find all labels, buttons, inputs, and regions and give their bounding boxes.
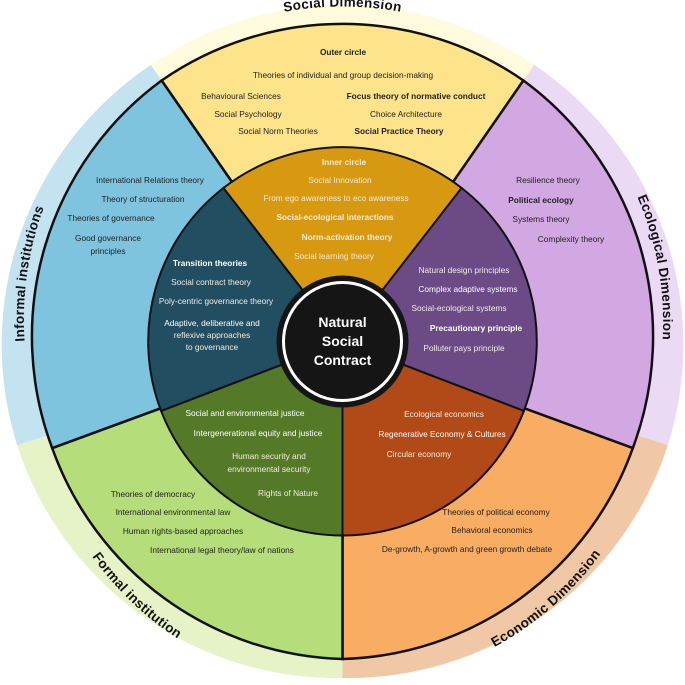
inner-ecological-item: Precautionary principle: [430, 323, 523, 333]
outer-ecological-text: Resilience theory Political ecology Syst…: [508, 175, 605, 244]
inner-sector-economic: [341, 340, 526, 537]
inner-economic-item: Regenerative Economy & Cultures: [378, 429, 505, 439]
outer-social-item: Social Norm Theories: [238, 126, 318, 136]
center-line-1: Natural: [318, 314, 366, 330]
inner-sector-social: [221, 146, 464, 344]
outer-formal-item: International legal theory/law of nation…: [150, 545, 294, 555]
inner-ecological-item: Natural design principles: [419, 265, 510, 275]
inner-informal-item: Transition theories: [173, 258, 248, 268]
outer-informal-text: International Relations theory Theory of…: [67, 175, 204, 256]
outer-economic-item: Theories of political economy: [442, 507, 550, 517]
inner-social-item: Social learning theory: [294, 251, 375, 261]
inner-informal-item: to governance: [186, 342, 239, 352]
inner-social-item: Social Innovation: [308, 175, 372, 185]
outer-social-item: Behavioural Sciences: [201, 91, 281, 101]
outer-circle-heading: Outer circle: [320, 47, 367, 57]
outer-informal-item: Theories of governance: [67, 213, 155, 223]
center-disc: Natural Social Contract: [276, 275, 409, 408]
outer-ecological-item: Resilience theory: [516, 175, 580, 185]
outer-informal-item: Theory of structuration: [101, 194, 184, 204]
inner-economic-text: Ecological economics Regenerative Econom…: [378, 409, 505, 459]
outer-ecological-item: Complexity theory: [538, 234, 605, 244]
inner-informal-item: Adaptive, deliberative and: [164, 318, 260, 328]
inner-informal-item: Poly-centric governance theory: [159, 296, 274, 306]
center-line-2: Social: [322, 333, 363, 349]
inner-formal-item: Rights of Nature: [258, 488, 318, 498]
inner-social-text: Inner circle Social Innovation From ego …: [263, 157, 408, 261]
outer-economic-text: Theories of political economy Behavioral…: [382, 507, 553, 554]
inner-circle-heading: Inner circle: [322, 157, 367, 167]
inner-social-item: Norm-activation theory: [302, 232, 393, 242]
inner-formal-item: Human security and: [232, 451, 306, 461]
outer-social-item: Social Psychology: [214, 109, 282, 119]
outer-formal-item: Theories of democracy: [111, 489, 196, 499]
outer-formal-text: Theories of democracy International envi…: [111, 489, 294, 555]
inner-formal-item: Social and environmental justice: [186, 408, 305, 418]
outer-social-item: Focus theory of normative conduct: [347, 91, 486, 101]
outer-economic-item: Behavioral economics: [451, 525, 532, 535]
center-line-3: Contract: [314, 352, 372, 368]
outer-informal-item: International Relations theory: [96, 175, 205, 185]
inner-formal-item: environmental security: [227, 464, 311, 474]
outer-informal-item: Good governance: [75, 233, 141, 243]
outer-ecological-item: Political ecology: [508, 195, 574, 205]
outer-social-item: Choice Architecture: [370, 109, 442, 119]
inner-ecological-item: Polluter pays principle: [423, 343, 505, 353]
inner-sector-formal: [159, 340, 344, 537]
inner-informal-text: Transition theories Social contract theo…: [159, 258, 274, 352]
inner-formal-item: Intergenerational equity and justice: [194, 428, 323, 438]
inner-formal-text: Social and environmental justice Interge…: [186, 408, 323, 498]
inner-informal-item: Social contract theory: [171, 277, 252, 287]
inner-ecological-item: Complex adaptive systems: [418, 284, 517, 294]
outer-formal-item: Human rights-based approaches: [123, 526, 243, 536]
inner-economic-item: Circular economy: [387, 449, 452, 459]
inner-social-item: Social-ecological interactions: [276, 212, 393, 222]
inner-informal-item: reflexive approaches: [174, 330, 251, 340]
outer-ecological-item: Systems theory: [512, 214, 570, 224]
inner-social-item: From ego awareness to eco awareness: [263, 193, 408, 203]
inner-economic-item: Ecological economics: [404, 409, 484, 419]
inner-ecological-text: Natural design principles Complex adapti…: [412, 265, 523, 353]
outer-economic-item: De-growth, A-growth and green growth deb…: [382, 544, 553, 554]
outer-social-item: Theories of individual and group decisio…: [253, 70, 434, 80]
outer-social-item: Social Practice Theory: [354, 126, 443, 136]
outer-formal-item: International environmental law: [116, 507, 232, 517]
inner-ecological-item: Social-ecological systems: [412, 303, 507, 313]
outer-informal-item: principles: [90, 246, 125, 256]
outer-social-text: Outer circle Theories of individual and …: [201, 47, 486, 136]
